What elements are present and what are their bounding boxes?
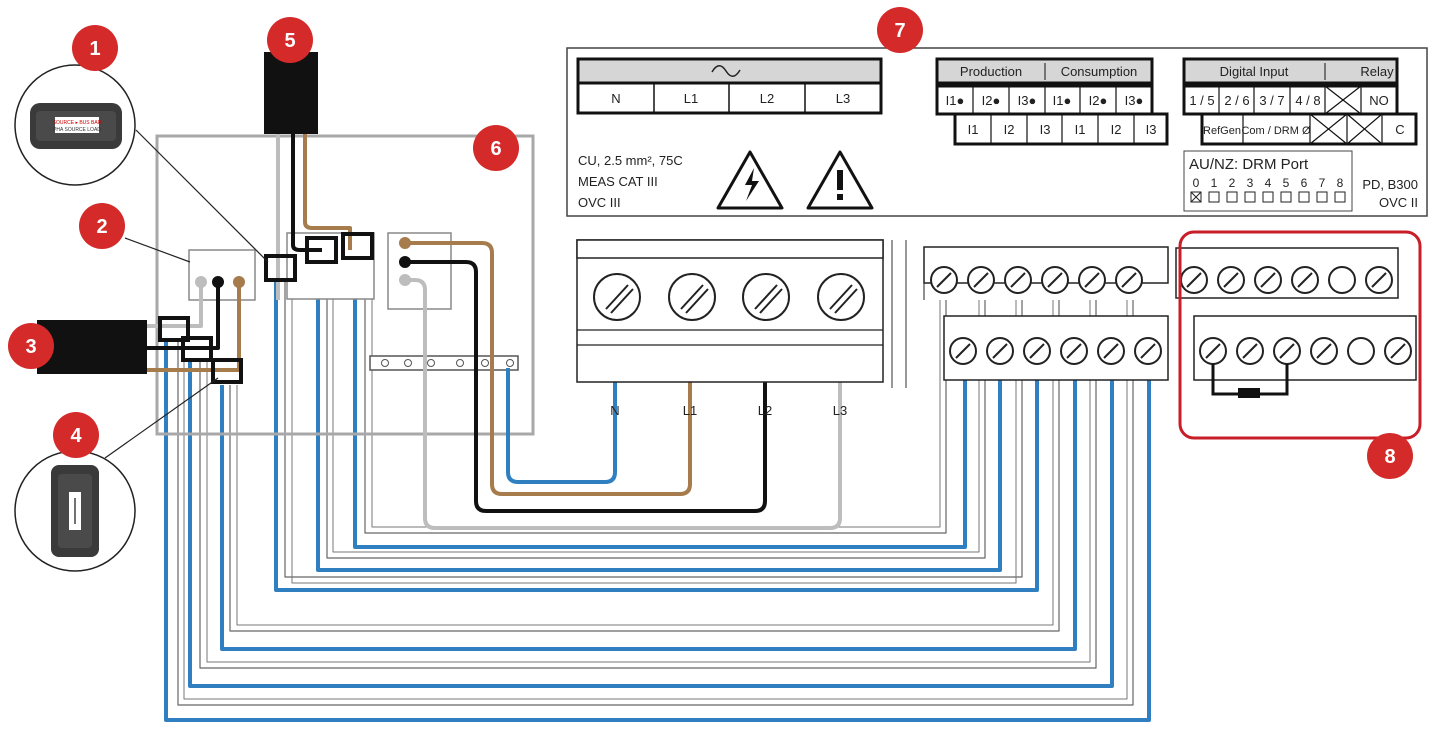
right-spec-line-2: OVC II [1379, 195, 1418, 210]
ct-clamp [305, 236, 338, 264]
incoming-cable-5 [264, 52, 318, 134]
di-top-2: 2 / 6 [1224, 93, 1249, 108]
di-top-4: 4 / 8 [1295, 93, 1320, 108]
callout-8: 8 [1367, 433, 1413, 479]
svg-text:6: 6 [490, 138, 501, 160]
drm-port-title: AU/NZ: DRM Port [1189, 156, 1309, 173]
ac-label-n: N [611, 91, 620, 106]
current-transformers [158, 232, 374, 384]
consumption-header: Consumption [1061, 64, 1138, 79]
ac-label-l3: L3 [836, 91, 850, 106]
di-bottom-1: RefGen [1203, 125, 1241, 137]
svg-text:7: 7 [894, 20, 905, 42]
terminal-label-l2: L2 [758, 403, 772, 418]
svg-text:5: 5 [284, 30, 295, 52]
callout-5: 5 [267, 17, 313, 63]
ct-bottom-3: I3 [1040, 122, 1051, 137]
production-header: Production [960, 64, 1022, 79]
callout-2: 2 [79, 203, 125, 249]
svg-text:3: 3 [25, 336, 36, 358]
spec-line-3: OVC III [578, 195, 621, 210]
svg-text:2: 2 [96, 216, 107, 238]
distribution-enclosure [155, 134, 535, 436]
ct-clamp [264, 254, 297, 282]
upper-breaker-box [286, 232, 375, 300]
ct-terminal-block [923, 246, 1169, 381]
drm-num-2: 2 [1229, 176, 1236, 190]
ct-bottom-6: I3 [1146, 122, 1157, 137]
ct-top-3: I3● [1018, 93, 1037, 108]
terminal-label-l3: L3 [833, 403, 847, 418]
di-top-6: NO [1369, 93, 1389, 108]
sticker-top-line-1: SOURCE ▸ BUS BAR [53, 120, 102, 126]
wire-n [506, 320, 617, 484]
di-bottom-5: C [1395, 122, 1404, 137]
high-voltage-warning-icon [716, 150, 784, 210]
drm-num-1: 1 [1211, 176, 1218, 190]
ct-bottom-4: I1 [1075, 122, 1086, 137]
drm-num-8: 8 [1337, 176, 1344, 190]
ct-bottom-2: I2 [1004, 122, 1015, 137]
ac-label-l2: L2 [760, 91, 774, 106]
wire-l3 [405, 278, 842, 530]
callout-badges: 1 2 3 4 5 6 7 8 [8, 7, 1413, 479]
relay-header: Relay [1360, 64, 1394, 79]
drm-num-5: 5 [1283, 176, 1290, 190]
di-top-3: 3 / 7 [1259, 93, 1284, 108]
ac-breaker-box [387, 232, 452, 310]
ac-terminal-block [576, 239, 907, 388]
svg-text:4: 4 [70, 425, 82, 447]
callout-7: 7 [877, 7, 923, 53]
drm-num-3: 3 [1247, 176, 1254, 190]
ct-sticker-closeup-bottom [14, 450, 136, 572]
ac-sine-icon [711, 65, 741, 77]
digital-input-terminal-block [1175, 247, 1417, 398]
neutral-bus-bar [369, 355, 519, 371]
ct-top-2: I2● [982, 93, 1001, 108]
spec-line-2: MEAS CAT III [578, 174, 658, 189]
ct-clamp [341, 232, 374, 260]
ct-clamp [158, 316, 190, 342]
drm-num-7: 7 [1319, 176, 1326, 190]
caution-warning-icon [806, 150, 874, 210]
ac-label-l1: L1 [684, 91, 698, 106]
svg-text:1: 1 [89, 38, 100, 60]
spec-line-1: CU, 2.5 mm², 75C [578, 153, 683, 168]
meter-breaker-box [188, 249, 256, 301]
terminal-label-n: N [610, 403, 619, 418]
right-spec-line-1: PD, B300 [1362, 177, 1418, 192]
drm-num-6: 6 [1301, 176, 1308, 190]
wire-l2 [405, 260, 767, 513]
wire-l1 [405, 241, 692, 496]
callout-6: 6 [473, 125, 519, 171]
terminal-label-l1: L1 [683, 403, 697, 418]
ct-clamp [181, 336, 213, 362]
incoming-cable-3 [37, 320, 147, 374]
ct-sticker-closeup-top: SOURCE ▸ BUS BAR PHA SOURCE LOAD [14, 64, 136, 186]
callout-1: 1 [72, 25, 118, 71]
ct-bottom-5: I2 [1111, 122, 1122, 137]
callout-4: 4 [53, 412, 99, 458]
drm-num-4: 4 [1265, 176, 1272, 190]
device-label-panel: N L1 L2 L3 CU, 2.5 mm², 75C MEAS CAT III… [566, 47, 1428, 217]
drm-highlight-frame [1178, 230, 1422, 440]
ct-bottom-1: I1 [968, 122, 979, 137]
ct-top-5: I2● [1089, 93, 1108, 108]
di-top-1: 1 / 5 [1189, 93, 1214, 108]
terminal-labels: N L1 L2 L3 [610, 403, 847, 418]
ct-top-6: I3● [1125, 93, 1144, 108]
sticker-top-line-2: PHA SOURCE LOAD [53, 127, 101, 133]
ct-top-4: I1● [1053, 93, 1072, 108]
ct-top-1: I1● [946, 93, 965, 108]
digital-input-header: Digital Input [1220, 64, 1289, 79]
ct-clamp [211, 358, 243, 384]
svg-text:8: 8 [1384, 446, 1395, 468]
callout-3: 3 [8, 323, 54, 369]
di-bottom-2: Com / DRM Ø [1241, 125, 1311, 137]
drm-num-0: 0 [1193, 176, 1200, 190]
